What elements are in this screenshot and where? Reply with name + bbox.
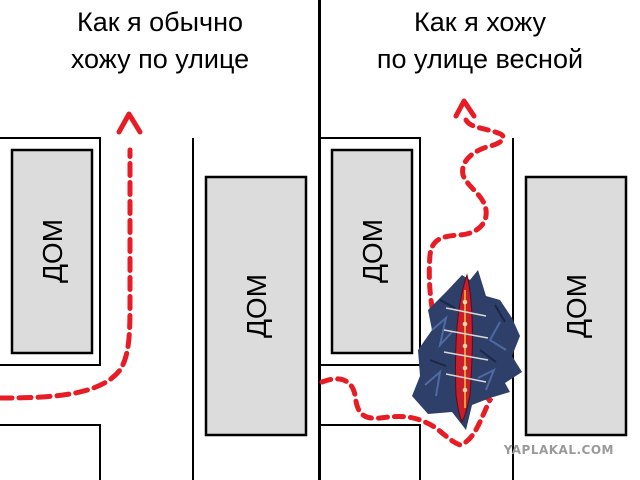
left-street-lines [0,137,194,480]
house-right-1: ДОМ [330,148,414,355]
watermark: YAPLAKAL.COM [503,443,614,457]
walking-path-straight [0,147,133,401]
house-label: ДОМ [37,219,68,283]
rowing-boat [443,273,489,424]
right-street-lines [321,137,514,480]
left-panel-title: Как я обычно хожу по улице [70,7,250,74]
house-label: ДОМ [357,219,388,283]
house-right-2: ДОМ [524,175,628,437]
path-arrowhead [116,111,143,135]
house-left-2: ДОМ [204,175,308,437]
path-arrowhead [453,98,477,119]
walking-path-zigzag [319,117,506,448]
house-left-1: ДОМ [10,148,94,355]
house-label: ДОМ [561,274,592,338]
house-label: ДОМ [241,274,272,338]
right-panel-title: Как я хожу по улице весной [376,7,584,74]
